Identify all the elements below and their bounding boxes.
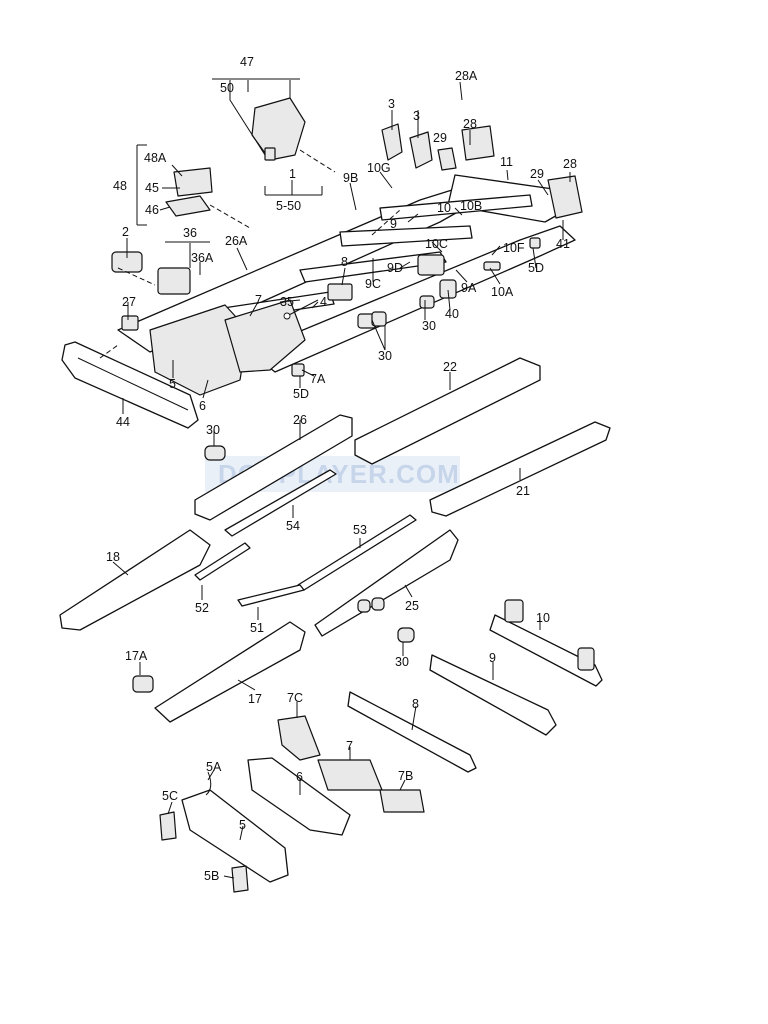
part-8-crossmember [347,691,477,773]
callout-9-top: 9 [390,217,397,231]
callout-6-top: 6 [199,399,206,413]
callout-28-rear: 28 [463,117,477,131]
part-52-strip [194,542,251,581]
callout-30-pair: 30 [378,349,392,363]
part-17-rail [154,621,306,723]
callout-29-right: 29 [530,167,544,181]
callout-9D: 9D [387,261,403,275]
callout-50: 50 [220,81,234,95]
callout-51: 51 [250,621,264,635]
callout-54: 54 [286,519,300,533]
part-17A-plug [132,675,154,693]
callout-5-50: 5-50 [276,199,301,213]
callout-4: 4 [320,295,327,309]
part-30-bushing-c [357,599,371,613]
callout-7B: 7B [398,769,413,783]
part-30-bushing-b [397,627,415,643]
callout-9A: 9A [461,281,477,295]
callout-35: 35 [280,295,294,309]
callout-48A: 48A [144,151,167,165]
callout-30-exploded: 30 [395,655,409,669]
callout-28A: 28A [455,69,478,83]
callout-52: 52 [195,601,209,615]
callout-3-left: 3 [388,97,395,111]
callout-17: 17 [248,692,262,706]
callout-9C: 9C [365,277,381,291]
callout-44: 44 [116,415,130,429]
callout-7C: 7C [287,691,303,705]
part-5C-clip [159,811,177,841]
callout-40: 40 [445,307,459,321]
callout-48: 48 [113,179,127,193]
callout-26A: 26A [225,234,248,248]
callout-5-top: 5 [169,377,176,391]
callout-8-exploded: 8 [412,697,419,711]
callout-30-left: 30 [206,423,220,437]
callout-36: 36 [183,226,197,240]
callout-26: 26 [293,413,307,427]
callout-36A: 36A [191,251,214,265]
part-22-rail [354,357,541,465]
callout-7A: 7A [310,372,326,386]
callout-28-right: 28 [563,157,577,171]
callout-53: 53 [353,523,367,537]
callout-5C: 5C [162,789,178,803]
part-7B-clip [379,789,425,813]
callout-10-top: 10 [437,201,451,215]
part-54-strip [224,469,337,537]
callout-11: 11 [500,155,513,169]
callout-9B: 9B [343,171,358,185]
callout-10G: 10G [367,161,391,175]
callout-7-top: 7 [255,293,262,307]
callout-2: 2 [122,225,129,239]
callout-22: 22 [443,360,457,374]
callout-7-exploded: 7 [346,739,353,753]
callout-47: 47 [240,55,254,69]
callout-9-exploded: 9 [489,651,496,665]
callout-8-top: 8 [341,255,348,269]
leader-lines [112,78,571,879]
part-7-plate [317,759,383,791]
callout-10-exploded: 10 [536,611,550,625]
callout-5-exploded: 5 [239,818,246,832]
callout-46: 46 [145,203,159,217]
callout-3-right: 3 [413,109,420,123]
part-25-rail [314,529,459,637]
callout-6-exploded: 6 [296,770,303,784]
part-9-crossmember [429,654,557,736]
part-5B-clip [231,865,249,893]
callout-5A: 5A [206,760,222,774]
callout-labels: 47 50 28A 3 3 28 29 11 29 28 48A 48 45 4… [106,55,577,883]
callout-5D-right: 5D [528,261,544,275]
callout-10F: 10F [503,241,525,255]
part-6-crossmember [247,757,351,836]
callout-10B: 10B [460,199,482,213]
part-30-bushing-d [371,597,385,611]
callout-10A: 10A [491,285,514,299]
part-51-strip [237,584,305,607]
callout-5D-left: 5D [293,387,309,401]
part-7C-bracket [277,715,321,761]
callout-5B: 5B [204,869,219,883]
part-18-rail [59,529,211,631]
callout-10C: 10C [425,237,448,251]
callout-29-rear: 29 [433,131,447,145]
part-26-rail [194,414,353,521]
callout-17A: 17A [125,649,148,663]
callout-27: 27 [122,295,136,309]
callout-30-mid: 30 [422,319,436,333]
callout-1: 1 [289,167,296,181]
callout-18: 18 [106,550,120,564]
callout-45: 45 [145,181,159,195]
part-5A-strip [205,771,212,796]
callout-25: 25 [405,599,419,613]
part-30-bushing-a [204,445,226,461]
callout-21: 21 [516,484,530,498]
callout-41: 41 [556,237,570,251]
